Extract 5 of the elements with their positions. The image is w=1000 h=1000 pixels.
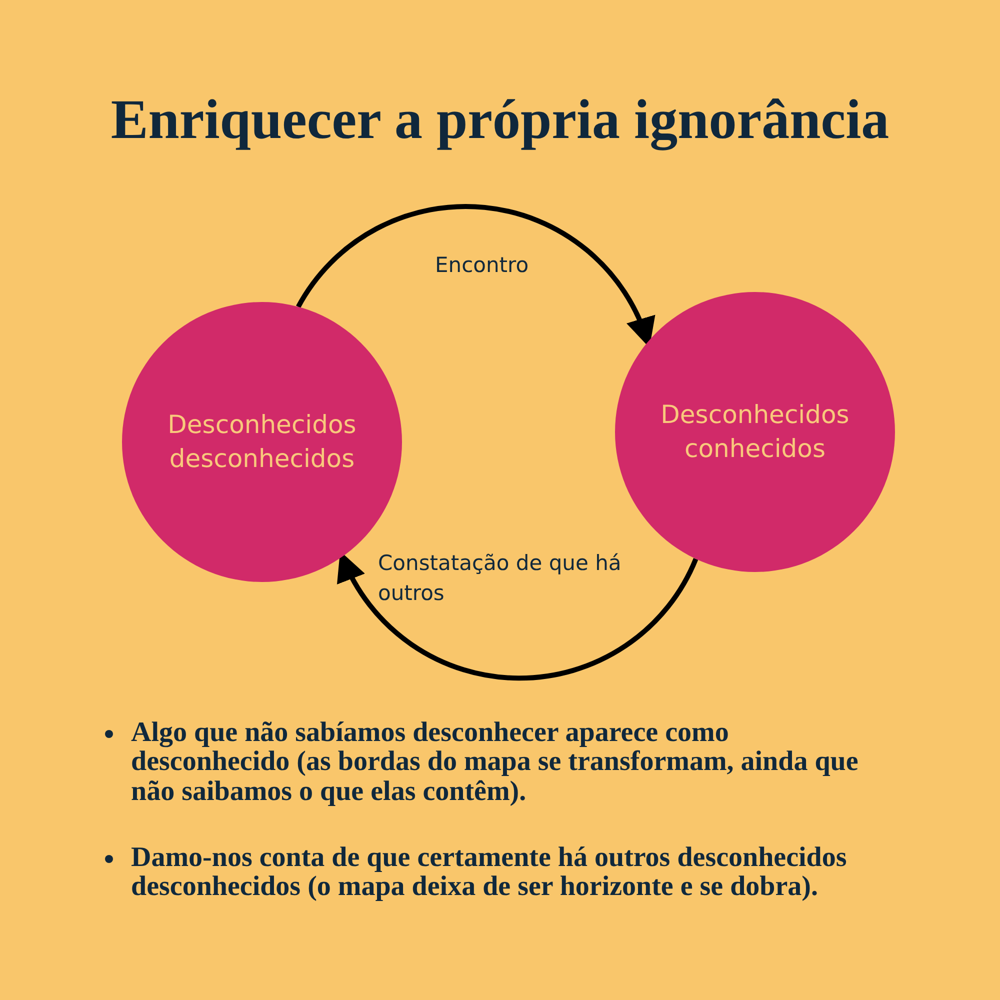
node-label: Desconhecidos conhecidos <box>660 399 850 465</box>
node-label: Desconhecidos desconhecidos <box>166 409 358 475</box>
bullet-text: Algo que não sabíamos desconhecer aparece como desconhecido (as bordas do mapa se transformam, ainda que não saibamos o que elas contêm). <box>131 717 858 807</box>
title: Enriquecer a própria ignorância <box>110 88 890 152</box>
bullet-text: Damo-nos conta de que certamente há outros desconhecidos desconhecidos (o mapa deixa de ser horizonte e se dobra). <box>131 842 847 902</box>
